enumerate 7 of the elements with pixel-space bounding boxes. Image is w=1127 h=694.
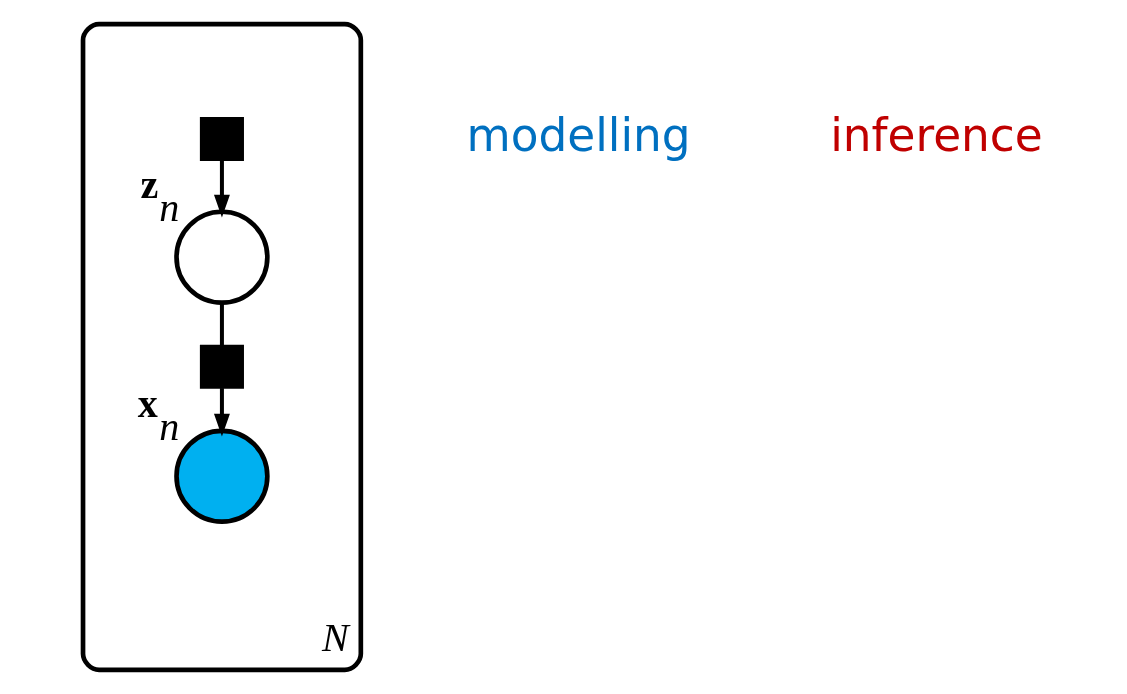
connector (219, 302, 224, 345)
node-box (199, 116, 244, 161)
label: inference (830, 108, 1043, 162)
label: modelling (466, 108, 691, 162)
arrow (213, 388, 230, 437)
node-box (199, 344, 244, 389)
arrow (213, 160, 230, 218)
